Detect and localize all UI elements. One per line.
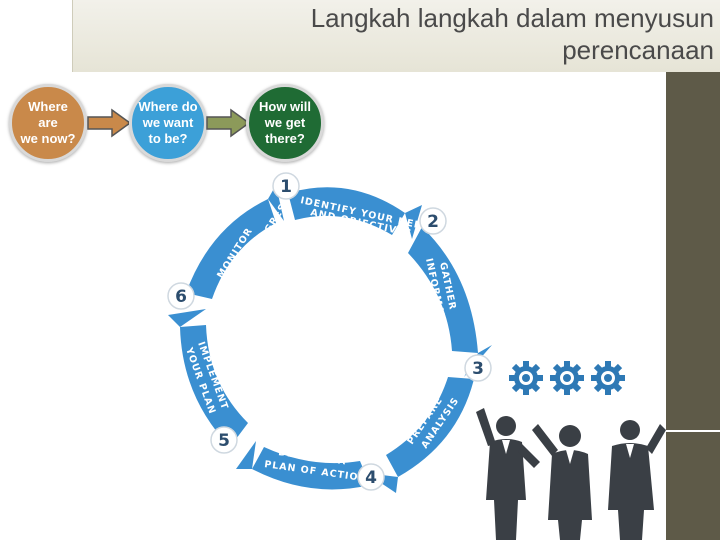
question-now-line1: Where are (28, 99, 68, 130)
slide-title: Langkah langkah dalam menyusun perencana… (154, 2, 714, 66)
step-6-badge: 6 (167, 282, 195, 310)
question-circle-how: How will we get there? (246, 84, 324, 162)
businessmen-gears-illustration (476, 361, 666, 540)
step-6-number: 6 (175, 287, 187, 307)
gear-icon (550, 361, 584, 395)
step-2-number: 2 (427, 212, 439, 232)
cycle-arrowhead (236, 441, 256, 469)
question-how-line2: we get (264, 115, 306, 130)
step-4-badge: 4 (357, 463, 385, 491)
cycle-segment-6 (186, 199, 276, 299)
gear-icon (591, 361, 625, 395)
step-5-number: 5 (218, 431, 230, 451)
step-1-badge: 1 (272, 172, 300, 200)
cycle-segment-2 (408, 227, 478, 353)
step-3-badge: 3 (464, 354, 492, 382)
right-band-divider (666, 430, 720, 432)
question-circle-goal: Where do we want to be? (129, 84, 207, 162)
cycle-segment-5 (180, 325, 248, 447)
question-goal-line3: to be? (148, 131, 188, 146)
title-bar: Langkah langkah dalam menyusun perencana… (72, 0, 720, 72)
cycle-arrowhead (405, 205, 422, 239)
step-2-badge: 2 (419, 207, 447, 235)
question-how-line1: How will (259, 99, 311, 114)
question-goal-line2: we want (142, 115, 194, 130)
question-how-line3: there? (265, 131, 305, 146)
slide-title-line1: Langkah langkah dalam menyusun (310, 3, 714, 33)
right-decorative-band (666, 72, 720, 540)
question-now-line2: we now? (20, 131, 76, 146)
step-5-badge: 5 (210, 426, 238, 454)
arrow-right-icon (87, 108, 132, 138)
question-goal-line1: Where do (138, 99, 198, 114)
question-circle-now: Where are we now? (9, 84, 87, 162)
businessman-right (608, 420, 666, 540)
businessman-left (476, 408, 540, 540)
cycle-segment-3 (386, 377, 474, 477)
step-4-number: 4 (365, 468, 377, 488)
gear-icon (509, 361, 543, 395)
slide-title-line2: perencanaan (562, 35, 714, 65)
cycle-arrowhead (168, 309, 206, 327)
arrow-right-icon (206, 108, 251, 138)
cycle-segment-4 (252, 447, 370, 490)
step-3-number: 3 (472, 359, 484, 379)
businessman-middle (532, 424, 592, 540)
step-1-number: 1 (280, 177, 292, 197)
planning-cycle-diagram: IDENTIFY YOUR NEEDS AND OBJECTIVES GATHE… (167, 172, 492, 493)
cycle-arrowhead (268, 185, 284, 221)
cycle-segment-1 (288, 187, 405, 235)
